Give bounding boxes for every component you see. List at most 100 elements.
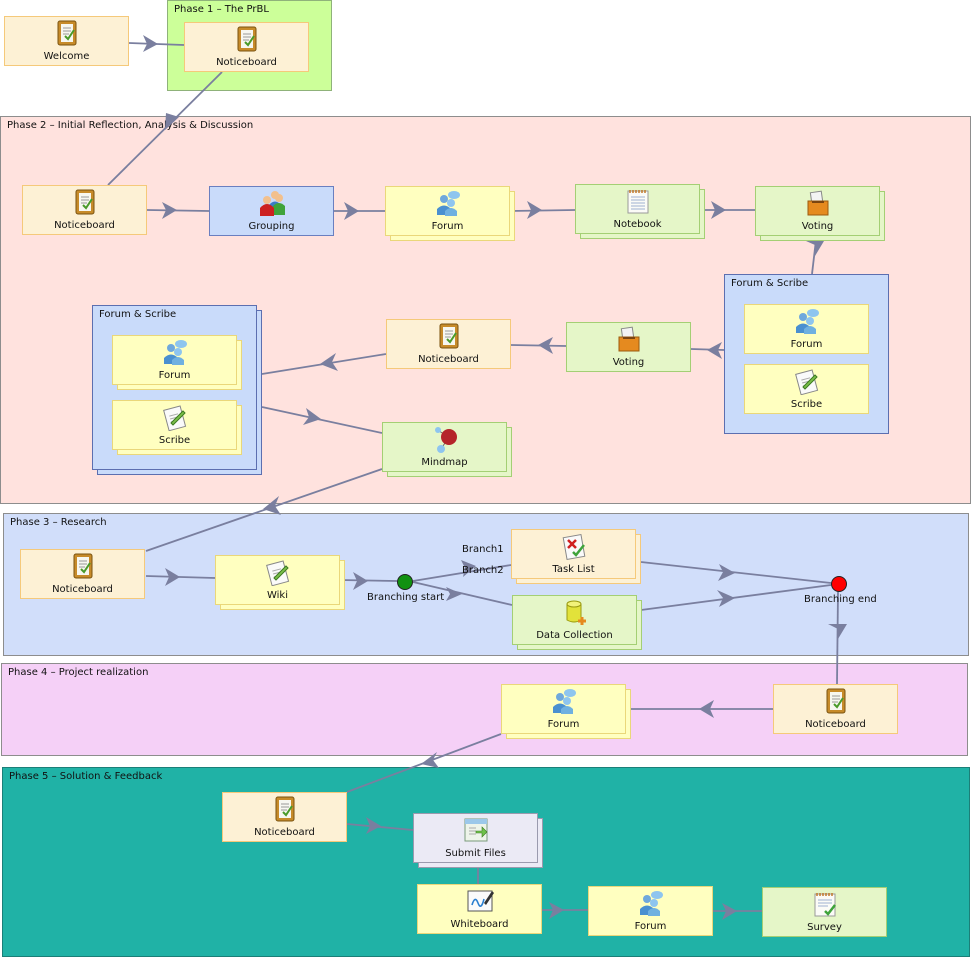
activity-group-right-forum[interactable]: Forum — [744, 304, 869, 354]
noticeboard-icon — [53, 19, 81, 47]
scribe-icon — [793, 367, 821, 396]
activity-mindmap[interactable]: Mindmap — [382, 422, 512, 477]
activity-label: Mindmap — [421, 457, 468, 468]
activity-label: Voting — [612, 357, 645, 368]
mindmap-icon — [431, 425, 459, 453]
activity-label: Task List — [552, 564, 595, 575]
activity-label: Noticeboard — [254, 827, 315, 838]
notebook-icon — [624, 187, 652, 215]
activity-label: Notebook — [613, 219, 662, 230]
forum-icon — [161, 338, 189, 366]
activity-voting-1[interactable]: Voting — [755, 186, 885, 241]
arrowhead — [263, 496, 281, 515]
arrowhead — [711, 201, 726, 219]
edge — [510, 344, 567, 347]
voting-icon — [804, 189, 832, 217]
activity-data-collection[interactable]: Data Collection — [512, 595, 642, 650]
submit-files-icon — [462, 816, 490, 844]
activity-task-list[interactable]: Task List — [511, 529, 641, 584]
activity-label: Scribe — [790, 399, 823, 410]
edge — [261, 406, 383, 434]
activity-group-left-scribe[interactable]: Scribe — [112, 400, 242, 455]
group-left-title: Forum & Scribe — [99, 309, 177, 320]
arrowhead — [699, 700, 714, 718]
edge — [509, 209, 576, 212]
whiteboard-icon — [466, 887, 494, 915]
arrowhead — [165, 568, 180, 586]
branching-start-node[interactable] — [397, 574, 413, 590]
arrowhead — [707, 342, 722, 359]
edge — [640, 561, 832, 584]
arrowhead — [828, 624, 847, 639]
arrowhead — [538, 337, 553, 354]
activity-label: Forum — [431, 221, 464, 232]
arrowhead — [344, 202, 359, 220]
activity-label: Noticeboard — [216, 57, 277, 68]
activity-label: Noticeboard — [805, 719, 866, 730]
arrowhead — [303, 408, 321, 425]
scribe-icon — [161, 403, 189, 432]
branching-start-label: Branching start — [367, 592, 445, 603]
activity-grouping[interactable]: Grouping — [209, 186, 334, 236]
activity-group-left-forum[interactable]: Forum — [112, 335, 242, 390]
edge — [640, 584, 832, 611]
arrowhead — [806, 241, 824, 256]
activity-phase5-noticeboard[interactable]: Noticeboard — [222, 792, 347, 842]
activity-wiki[interactable]: Wiki — [215, 555, 345, 610]
activity-phase4-forum[interactable]: Forum — [501, 684, 631, 739]
activity-phase2-forum[interactable]: Forum — [385, 186, 515, 241]
forum-icon — [434, 189, 462, 217]
arrowhead — [421, 752, 439, 768]
activity-whiteboard[interactable]: Whiteboard — [417, 884, 542, 934]
activity-phase4-noticeboard[interactable]: Noticeboard — [773, 684, 898, 734]
activity-phase1-noticeboard[interactable]: Noticeboard — [184, 22, 309, 72]
edge — [690, 348, 725, 351]
noticeboard-icon — [822, 687, 850, 715]
arrowhead — [461, 560, 476, 577]
activity-phase3-noticeboard[interactable]: Noticeboard — [20, 549, 145, 599]
branch2-label: Branch2 — [462, 565, 504, 576]
activity-label: Whiteboard — [450, 919, 509, 930]
activity-phase5-forum[interactable]: Forum — [588, 886, 713, 936]
activity-phase2-noticeboard[interactable]: Noticeboard — [22, 185, 147, 235]
activity-label: Welcome — [43, 51, 90, 62]
activity-label: Submit Files — [445, 848, 506, 859]
task-list-icon — [560, 532, 588, 560]
forum-icon — [637, 889, 665, 917]
activity-label: Noticeboard — [418, 354, 479, 365]
survey-icon — [811, 890, 839, 918]
activity-label: Wiki — [266, 590, 288, 601]
forum-icon — [550, 687, 578, 715]
activity-survey[interactable]: Survey — [762, 887, 887, 937]
noticeboard-icon — [435, 322, 463, 350]
data-collection-icon — [561, 598, 589, 626]
noticeboard-icon — [233, 25, 261, 53]
edge — [145, 575, 216, 579]
activity-label: Data Collection — [536, 630, 613, 641]
edge — [412, 564, 512, 582]
arrowhead — [717, 590, 735, 607]
edge — [145, 468, 383, 552]
activity-voting-2[interactable]: Voting — [566, 322, 691, 372]
activity-submit-files[interactable]: Submit Files — [413, 813, 543, 868]
forum-icon — [793, 307, 821, 335]
activity-phase2-noticeboard-2[interactable]: Noticeboard — [386, 319, 511, 369]
arrowhead — [143, 35, 158, 52]
branching-end-node[interactable] — [831, 576, 847, 592]
arrowhead — [527, 201, 542, 219]
activity-label: Forum — [547, 719, 580, 730]
edge — [412, 581, 513, 606]
phase-4-title: Phase 4 – Project realization — [8, 667, 149, 678]
activity-group-right-scribe[interactable]: Scribe — [744, 364, 869, 414]
noticeboard-icon — [69, 552, 97, 580]
branch1-label: Branch1 — [462, 544, 504, 555]
phase-3-title: Phase 3 – Research — [10, 517, 107, 528]
wiki-icon — [264, 558, 292, 587]
noticeboard-icon — [271, 795, 299, 823]
arrowhead — [366, 817, 381, 834]
activity-welcome[interactable]: Welcome — [4, 16, 129, 66]
phase-1-title: Phase 1 – The PrBL — [174, 4, 269, 15]
activity-label: Forum — [634, 921, 667, 932]
activity-notebook[interactable]: Notebook — [575, 184, 705, 239]
